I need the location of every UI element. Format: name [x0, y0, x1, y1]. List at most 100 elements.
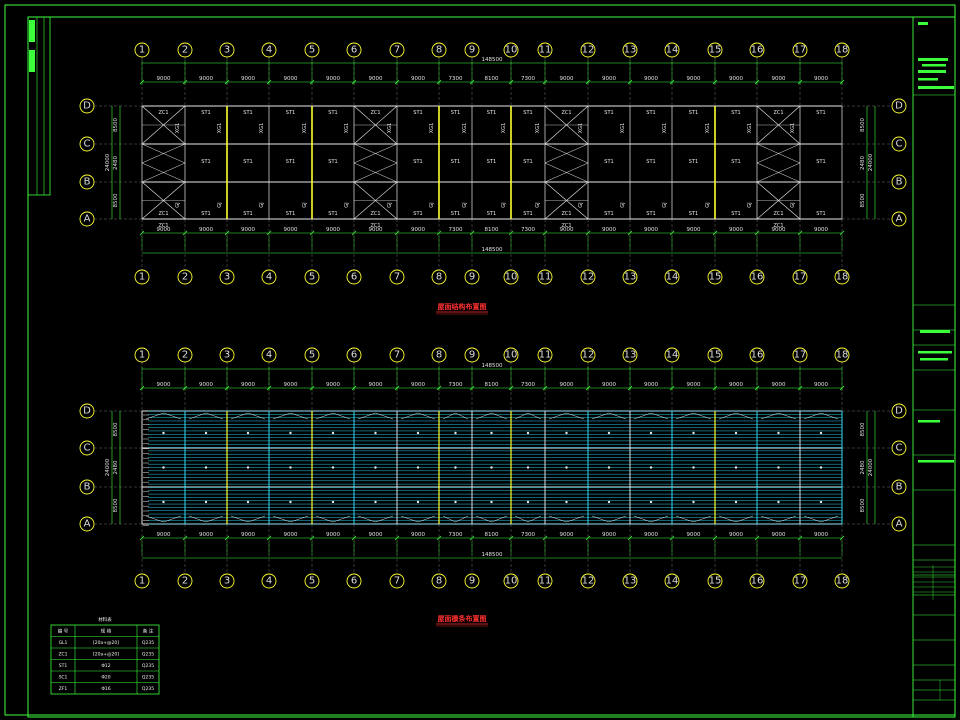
title-block [912, 16, 956, 718]
axis-label: 11 [539, 272, 552, 283]
member-label: ST1 [731, 110, 740, 116]
bay-dim-text: 9000 [411, 382, 425, 388]
side-dim-text: 8500 [860, 193, 866, 207]
purlin-marker [416, 431, 420, 435]
dim-tick [585, 230, 591, 236]
axis-label: 1 [139, 272, 145, 283]
member-label: ST1 [604, 159, 613, 165]
axis-label: 13 [624, 272, 637, 283]
axis-label: 9 [469, 350, 475, 361]
member-label: XG1 [620, 123, 626, 133]
axis-label: 14 [666, 576, 679, 587]
axis-label: 16 [751, 272, 764, 283]
bay-dim-text: 9000 [326, 227, 340, 233]
member-label: XG1 [259, 123, 265, 133]
bay-dim-text: 9000 [644, 532, 658, 538]
member-label: GJ [344, 202, 350, 207]
member-label: ST1 [731, 159, 740, 165]
side-total-text: 24000 [868, 458, 874, 476]
dim-tick [712, 230, 718, 236]
dim-tick [309, 230, 315, 236]
member-label: XG1 [217, 123, 223, 133]
axis-label: 3 [224, 272, 230, 283]
axis-bubble [749, 573, 765, 589]
row-axis-label: D [83, 101, 91, 112]
axis-bubble [177, 269, 193, 285]
member-label: GJ [705, 202, 711, 207]
bay-dim-text: 9000 [772, 76, 786, 82]
purlin-marker [565, 500, 568, 504]
plan1-title: 屋面结构布置图 [438, 302, 487, 311]
axis-bubble [622, 573, 638, 589]
axis-label: 5 [309, 272, 315, 283]
member-label: XG1 [344, 123, 350, 133]
total-dim-text: 148500 [482, 552, 503, 558]
bay-dim-text: 9000 [157, 76, 171, 82]
member-label: ST1 [604, 110, 613, 116]
bay-dim-text: 9000 [729, 532, 743, 538]
axis-bubble [304, 42, 320, 58]
dim-tick [669, 230, 675, 236]
bay-dim-text: 9000 [729, 382, 743, 388]
purlin-marker [777, 500, 780, 504]
bay-dim-text: 7300 [521, 532, 535, 538]
axis-label: 11 [539, 350, 552, 361]
dim-tick [627, 230, 633, 236]
member-label: ZC1 [158, 223, 168, 229]
axis-bubble [707, 42, 723, 58]
tb-bar [918, 420, 940, 423]
axis-bubble [464, 269, 480, 285]
bay-dim-text: 9000 [772, 382, 786, 388]
bay-dim-text: 9000 [284, 382, 298, 388]
axis-bubble [431, 347, 447, 363]
purlin-marker [692, 500, 695, 504]
member-label: XG1 [662, 123, 668, 133]
member-label: ST1 [286, 159, 295, 165]
purlin-marker [734, 500, 738, 504]
tie-rod [548, 515, 585, 523]
purlin-marker [289, 466, 292, 469]
tb-bar [920, 358, 948, 361]
axis-bubble [219, 573, 235, 589]
member-label: ST1 [451, 211, 460, 217]
purlin-marker [162, 500, 165, 504]
purlin-marker [692, 466, 695, 469]
purlin-marker [331, 500, 335, 504]
member-label: ST1 [523, 159, 532, 165]
bay-dim-text: 9000 [369, 76, 383, 82]
axis-label: 12 [582, 272, 595, 283]
axis-bubble [431, 573, 447, 589]
side-dim-text: 8500 [860, 118, 866, 132]
axis-bubble [537, 347, 553, 363]
axis-bubble [134, 42, 150, 58]
member-label: XG1 [535, 123, 541, 133]
total-dim-text: 148500 [482, 247, 503, 253]
tie-rod [442, 515, 469, 523]
purlin-marker [526, 466, 530, 469]
axis-bubble [346, 42, 362, 58]
tie-rod [400, 412, 436, 420]
axis-bubble [177, 573, 193, 589]
member-label: GJ [387, 202, 393, 207]
tie-rod [548, 412, 585, 420]
bay-dim-text: 9000 [241, 532, 255, 538]
side-dim-text: 8500 [113, 118, 119, 132]
legend-cell: Q235 [142, 640, 154, 646]
dim-tick [469, 535, 475, 541]
axis-label: 10 [505, 350, 518, 361]
axis-label: 3 [224, 45, 230, 56]
axis-bubble [580, 269, 596, 285]
axis-bubble [389, 42, 405, 58]
row-axis-bubble [891, 136, 907, 152]
axis-bubble [261, 42, 277, 58]
axis-bubble [834, 347, 850, 363]
purlin-marker [692, 431, 695, 435]
axis-label: 16 [751, 45, 764, 56]
axis-bubble [622, 347, 638, 363]
member-label: GJ [747, 202, 753, 207]
tie-rod [760, 515, 797, 523]
member-label: ST1 [243, 110, 252, 116]
member-label: ST1 [328, 211, 337, 217]
axis-bubble [389, 269, 405, 285]
plan2-title: 屋面檩条布置图 [438, 614, 487, 623]
